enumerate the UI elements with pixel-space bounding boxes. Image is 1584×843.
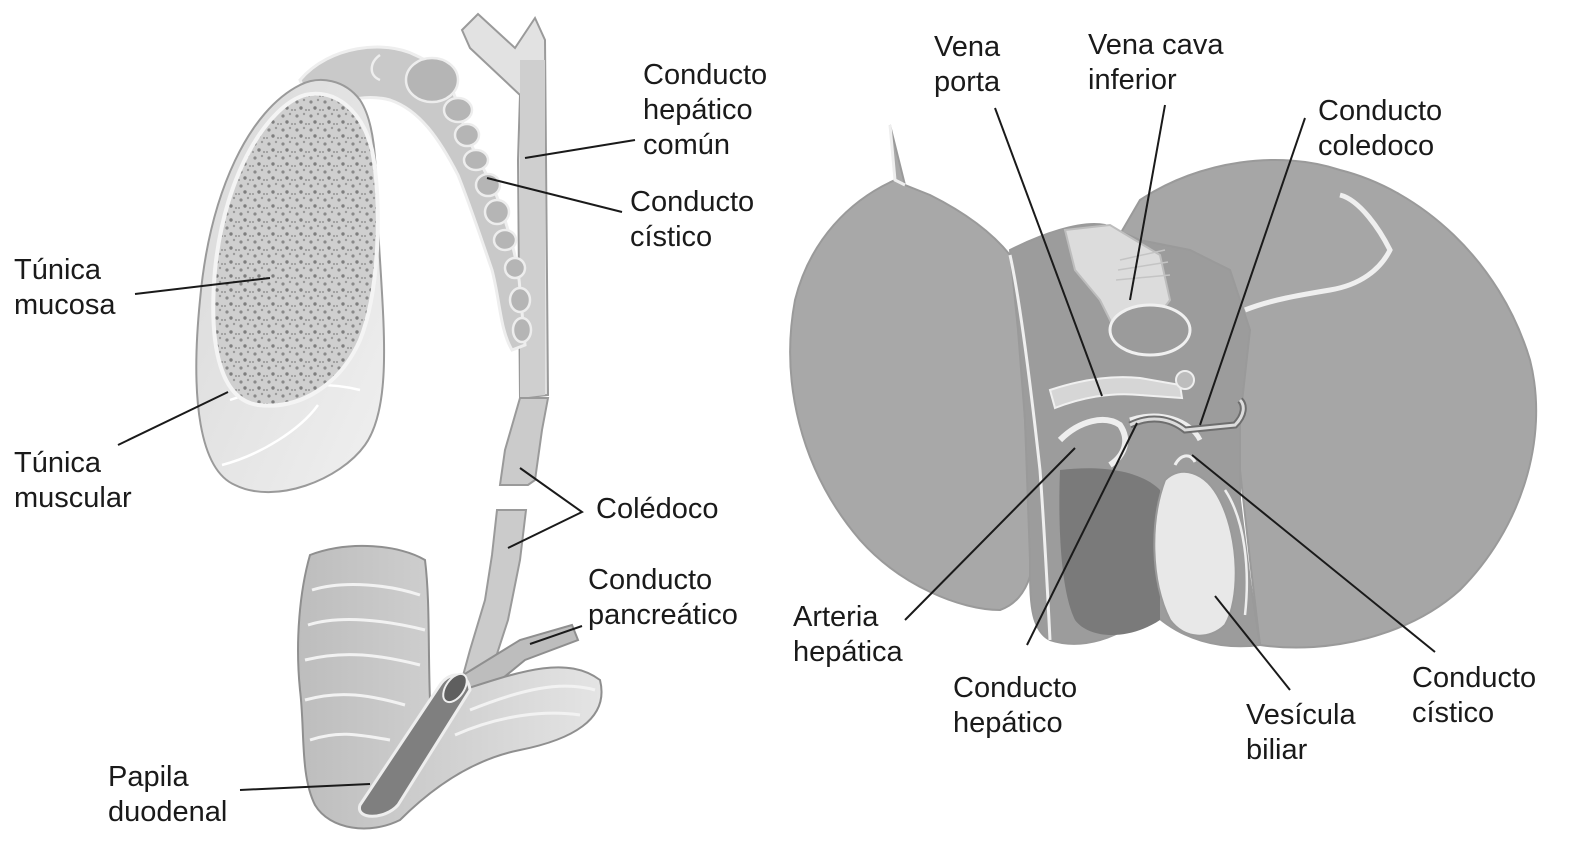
label-tunica-mucosa: Túnica mucosa [14,253,116,323]
liver-left-lobe-shape [790,125,1034,610]
label-coledoco-left: Colédoco [596,492,719,527]
label-vena-cava-inferior: Vena cava inferior [1088,28,1223,98]
label-conducto-pancreatico: Conducto pancreático [588,563,738,633]
label-conducto-cistico-right: Conducto cístico [1412,661,1536,731]
label-tunica-muscular: Túnica muscular [14,446,132,516]
label-arteria-hepatica: Arteria hepática [793,600,903,670]
label-vena-porta: Vena porta [934,30,1000,100]
label-conducto-hepatico: Conducto hepático [953,671,1077,741]
label-conducto-hepatico-comun: Conducto hepático común [643,58,767,163]
right-figure-liver-underside [790,125,1536,648]
left-figure-gallbladder-ducts [196,14,601,828]
label-papila-duodenal: Papila duodenal [108,760,227,830]
label-conducto-coledoco-right: Conducto coledoco [1318,94,1442,164]
label-conducto-cistico-left: Conducto cístico [630,185,754,255]
label-vesicula-biliar: Vesícula biliar [1246,698,1356,768]
